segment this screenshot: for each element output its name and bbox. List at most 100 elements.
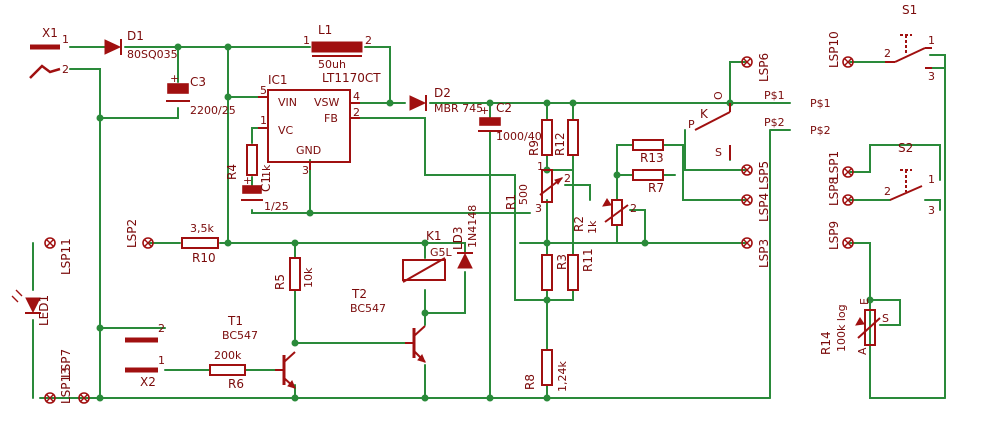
ic1-regulator[interactable]: IC1 VIN VSW FB VC GND 5 4 2 1 3	[258, 73, 360, 177]
lsp13-label: LSP13	[59, 367, 73, 404]
r1-potentiometer[interactable]: R1 500 1 2 3	[504, 160, 571, 215]
x1-pin2-label: 2	[62, 63, 69, 76]
lsp6-pad[interactable]: LSP6	[741, 53, 771, 82]
r14-s-label: S	[882, 312, 889, 325]
ic1-vsw: VSW	[314, 96, 340, 109]
r1-pin2: 2	[564, 172, 571, 185]
ic1-label: IC1	[268, 73, 288, 87]
wires	[32, 46, 946, 399]
k1-relay[interactable]: K1 G5L	[402, 229, 453, 283]
r6-resistor[interactable]: 200k R6	[209, 349, 246, 391]
p2-terminal[interactable]: P$2 P$2	[764, 116, 831, 137]
ic1-pin2: 2	[353, 106, 360, 119]
r10-resistor[interactable]: 3,5k R10	[181, 222, 219, 265]
lsp3-label: LSP3	[757, 239, 771, 268]
lsp4-pad[interactable]: LSP4	[741, 193, 771, 222]
r2-potentiometer[interactable]: R2 1k 2	[572, 198, 637, 234]
r7-label: R7	[648, 181, 664, 195]
r3-resistor[interactable]: R3	[541, 254, 569, 291]
d2-value: MBR 745	[434, 102, 483, 115]
d2-diode[interactable]: D2 MBR 745	[409, 86, 483, 115]
r13-resistor[interactable]: R13	[632, 139, 664, 165]
r10-label: R10	[192, 251, 216, 265]
r8-label: R8	[523, 374, 537, 390]
r8-resistor[interactable]: R8 1,24k	[523, 349, 569, 392]
r14-a-label: A	[856, 347, 869, 355]
lsp8-pad[interactable]: LSP8	[827, 166, 854, 206]
s1-pin1: 1	[928, 34, 935, 47]
ic1-value: LT1170CT	[322, 71, 381, 85]
r7-resistor[interactable]: R7	[632, 169, 664, 195]
r9-resistor[interactable]: R9	[527, 119, 553, 156]
c3-capacitor[interactable]: + C3 2200/25	[166, 72, 236, 117]
r5-value: 10k	[302, 267, 315, 288]
s1-pin2: 2	[884, 47, 891, 60]
r5-resistor[interactable]: R5 10k	[273, 257, 315, 291]
ld3-label: LD3	[451, 226, 465, 250]
r11-resistor[interactable]: R11	[567, 248, 595, 291]
k1-label: K1	[426, 229, 442, 243]
s2-pin1: 1	[928, 173, 935, 186]
s1-switch[interactable]: S1 2 1 3	[884, 3, 935, 83]
ic1-vc: VC	[278, 124, 294, 137]
lsp7-pad[interactable]: LSP7	[59, 349, 90, 404]
c1-label: C1	[259, 176, 273, 192]
x2-label: X2	[140, 375, 156, 389]
s2-label: S2	[898, 141, 913, 155]
r10-value: 3,5k	[190, 222, 214, 235]
lsp3-pad[interactable]: LSP3	[741, 237, 771, 268]
r4-resistor[interactable]: R4 1k	[225, 144, 273, 180]
p1-label-a: P$1	[764, 89, 785, 102]
lsp10-pad[interactable]: LSP10	[827, 31, 854, 68]
l1-value: 50uh	[318, 58, 346, 71]
led1[interactable]: LED1	[11, 289, 51, 326]
c2-capacitor[interactable]: + C2 1000/40	[478, 101, 542, 143]
t1-transistor[interactable]: T1 BC547	[222, 314, 296, 389]
r12-resistor[interactable]: R12	[553, 119, 579, 156]
l1-inductor[interactable]: L1 50uh 1 2 LT1170CT	[303, 23, 381, 85]
r4-value: 1k	[260, 164, 273, 178]
c1-plus: +	[243, 174, 252, 187]
x2-pin2-label: 2	[158, 322, 165, 335]
ic1-pin1: 1	[260, 114, 267, 127]
r12-label: R12	[553, 132, 567, 156]
x1-label: X1	[42, 26, 58, 40]
t1-value: BC547	[222, 329, 258, 342]
lsp6-label: LSP6	[757, 53, 771, 82]
t1-label: T1	[227, 314, 243, 328]
s2-pin2: 2	[884, 185, 891, 198]
p1-terminal[interactable]: P$1 P$1	[764, 89, 831, 110]
r14-potentiometer[interactable]: R14 100k log E A S	[819, 298, 889, 355]
k-label: K	[700, 107, 709, 121]
x2-connector[interactable]: 2 1 X2	[125, 322, 165, 389]
lsp9-pad[interactable]: LSP9	[827, 221, 854, 250]
k1-contact[interactable]: K P S O	[688, 91, 731, 160]
r14-value: 100k log	[835, 304, 848, 352]
ic1-vin: VIN	[278, 96, 297, 109]
lsp8-label: LSP8	[827, 177, 841, 206]
s1-label: S1	[902, 3, 917, 17]
lsp11-label: LSP11	[59, 238, 73, 275]
t2-transistor[interactable]: T2 BC547	[350, 287, 426, 363]
d1-diode[interactable]: D1 80SQ035	[104, 29, 178, 61]
lsp1-pad[interactable]: LSP1	[827, 151, 854, 206]
lsp2-pad[interactable]: LSP2	[125, 219, 154, 249]
r8-value: 1,24k	[556, 361, 569, 392]
x1-connector[interactable]: X1 1 2	[29, 26, 69, 79]
r5-label: R5	[273, 274, 287, 290]
s2-switch[interactable]: S2 2 1 3	[884, 141, 935, 217]
lsp13-pad[interactable]: LSP13	[44, 367, 73, 404]
k-p-label: P	[688, 118, 695, 131]
r1-label: R1	[504, 194, 518, 210]
p2-label-b: P$2	[810, 124, 831, 137]
lsp11-pad[interactable]: LSP11	[44, 237, 73, 275]
s2-pin3: 3	[928, 204, 935, 217]
r3-label: R3	[555, 254, 569, 270]
k-s-label: S	[715, 146, 722, 159]
lsp5-pad[interactable]: LSP5	[741, 161, 771, 190]
l1-label: L1	[318, 23, 332, 37]
c2-value: 1000/40	[496, 130, 542, 143]
ic1-gnd: GND	[296, 144, 321, 157]
ld3-diode[interactable]: LD3 1N4148	[451, 205, 479, 269]
c1-capacitor[interactable]: + C1 1/25	[241, 174, 289, 213]
